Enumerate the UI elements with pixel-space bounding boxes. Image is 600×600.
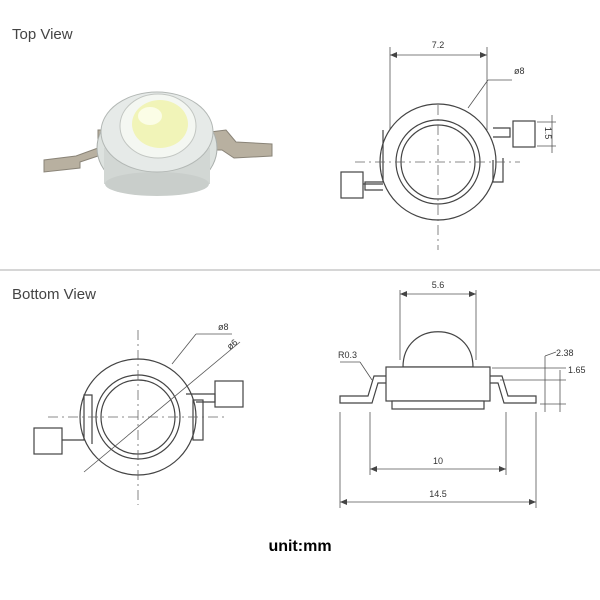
bottom-view-title: Bottom View <box>12 286 96 303</box>
bottom-view-drawing: ø8 ø6 <box>33 322 244 505</box>
dim-side-inner: 10 <box>433 456 443 466</box>
side-view-drawing: 5.6 R0.3 2.38 1.65 <box>338 280 586 508</box>
dim-side-total: 14.5 <box>429 489 447 499</box>
dim-bottom-outer: ø8 <box>218 322 229 332</box>
dim-top-width: 7.2 <box>432 40 445 50</box>
top-view-drawing: 7.2 ø8 1.5 <box>340 40 556 250</box>
dim-top-pad: 1.5 <box>543 127 553 140</box>
dim-top-diameter: ø8 <box>514 66 525 76</box>
dim-side-height-body: 1.65 <box>568 365 586 375</box>
top-view-title: Top View <box>12 26 73 43</box>
dim-side-radius: R0.3 <box>338 350 357 360</box>
dim-side-height-total: 2.38 <box>556 348 574 358</box>
led-photo <box>43 91 273 196</box>
dim-side-lens: 5.6 <box>432 280 445 290</box>
unit-label: unit:mm <box>268 538 332 555</box>
dim-bottom-inner: ø6 <box>225 337 239 351</box>
